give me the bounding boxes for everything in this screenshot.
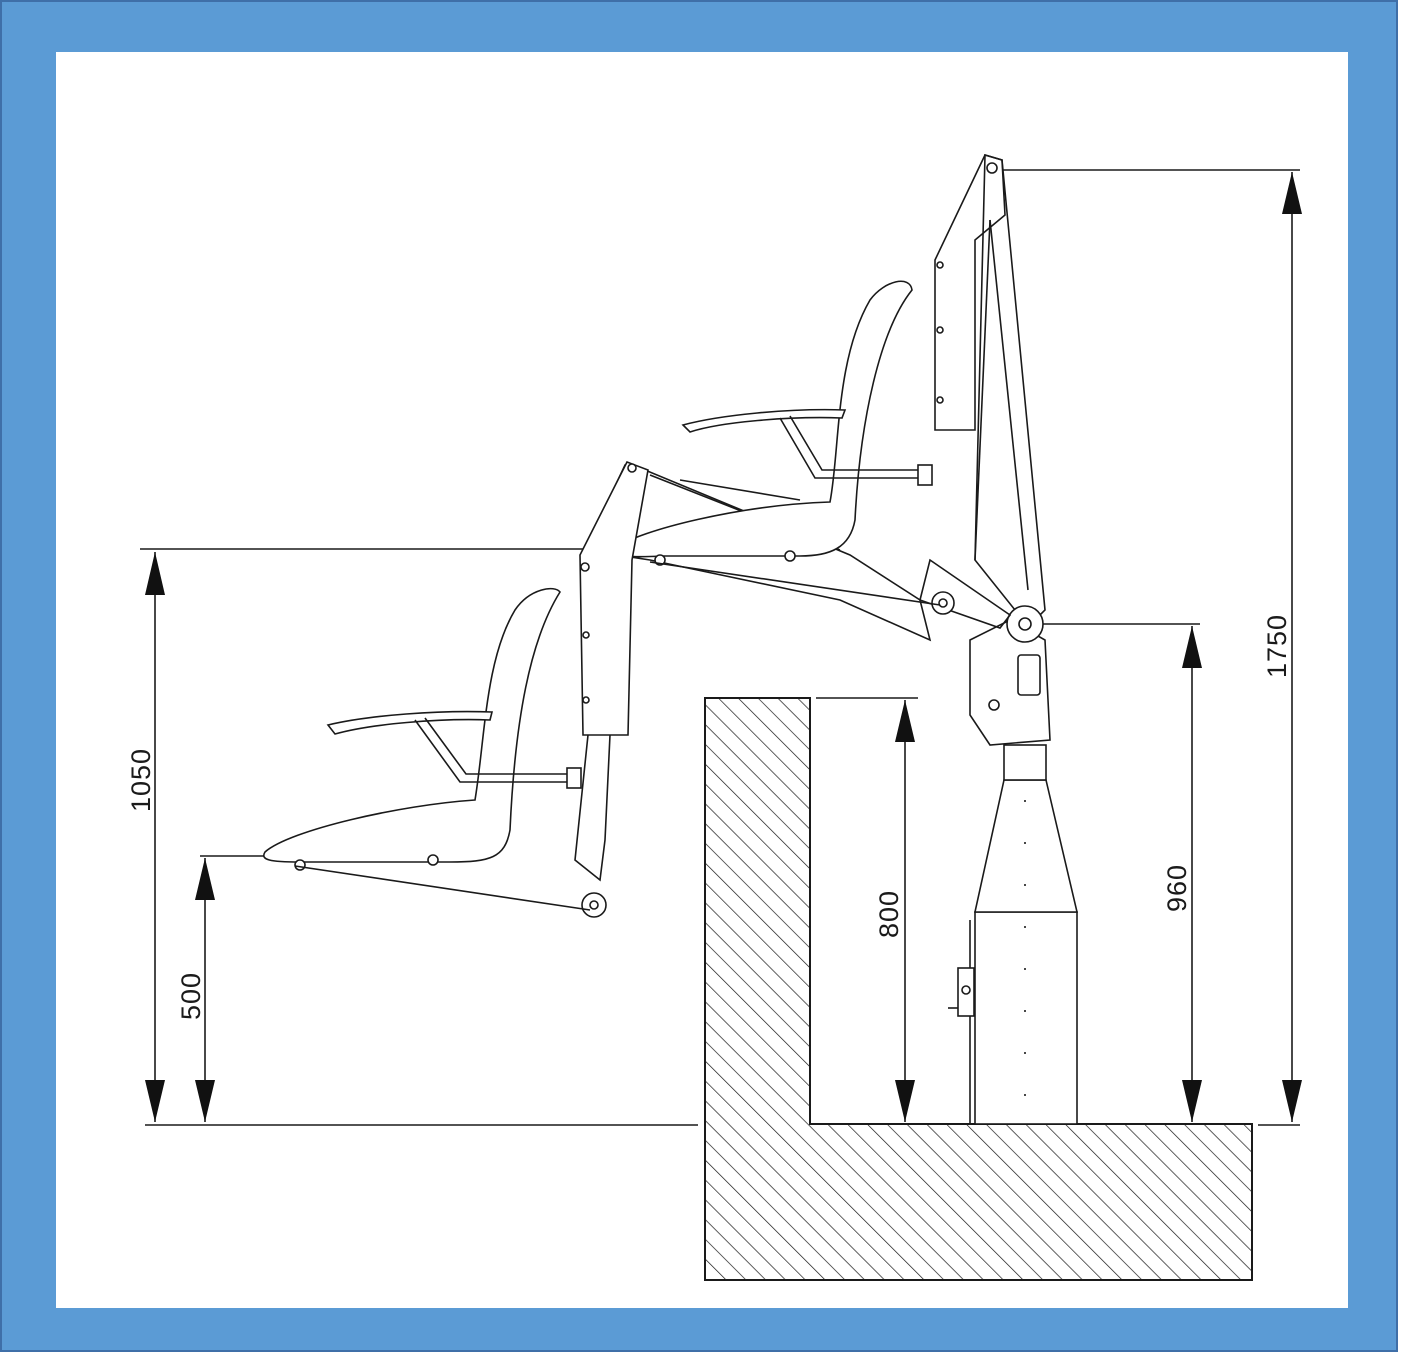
upper-seat: [614, 280, 941, 606]
dimension-1750-label: 1750: [1262, 614, 1292, 678]
dimension-500-label: 500: [176, 972, 206, 1020]
pedestal-post: [948, 744, 1079, 1125]
dimension-800-label: 800: [874, 890, 904, 938]
dimension-1050-label: 1050: [126, 748, 156, 812]
lower-seat-frame: [574, 460, 649, 918]
dimension-960-label: 960: [1162, 864, 1192, 912]
concrete-step: [704, 697, 1253, 1281]
upper-seat-frame: [583, 153, 1051, 746]
dimension-lines: [145, 172, 1302, 1122]
reference-lines: [140, 169, 1300, 1126]
lower-seat: [263, 587, 591, 911]
